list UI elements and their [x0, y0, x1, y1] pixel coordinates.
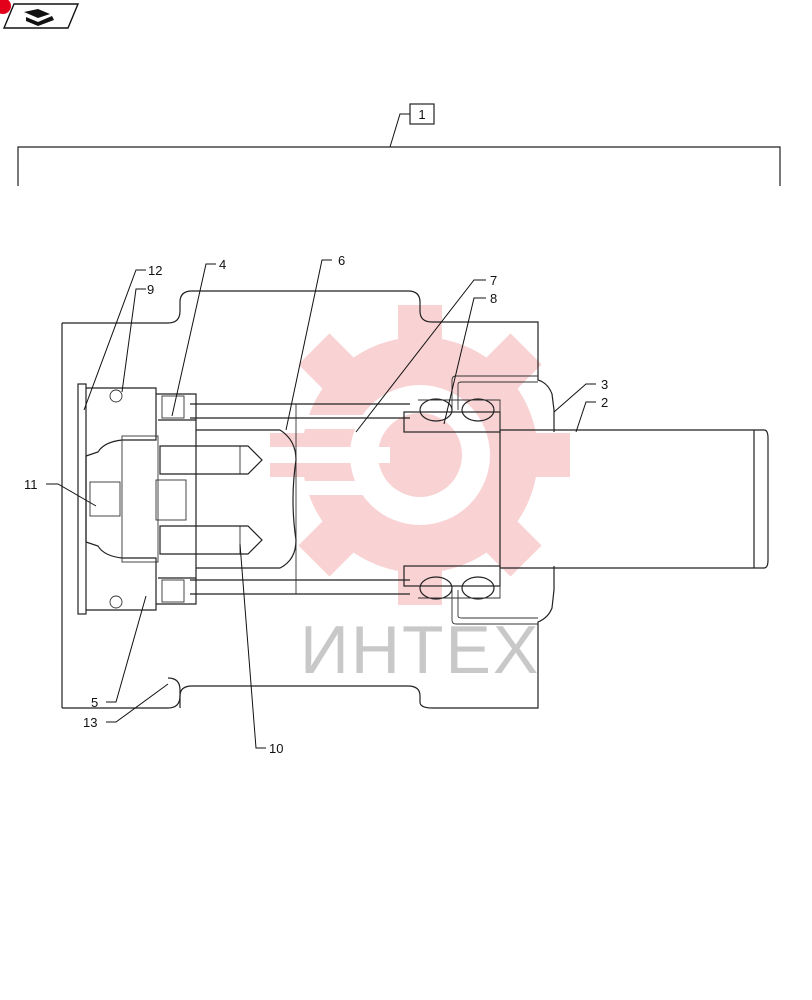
callout-12: 12	[148, 263, 162, 278]
callout-6: 6	[338, 253, 345, 268]
book-hand-icon	[24, 9, 54, 26]
callout-11: 11	[24, 477, 38, 492]
callout-2: 2	[601, 395, 608, 410]
bolt-lower	[159, 525, 263, 555]
callout-3: 3	[601, 377, 608, 392]
callout-9: 9	[147, 282, 154, 297]
callout-5: 5	[91, 695, 98, 710]
collar	[451, 375, 538, 625]
bearing-lower	[403, 565, 501, 600]
assembly-bracket: 1	[17, 103, 781, 186]
sleeve	[190, 403, 410, 595]
assembly-label: 1	[418, 107, 425, 122]
callout-10: 10	[269, 741, 283, 756]
roller-housing	[61, 290, 555, 709]
bearing-upper	[403, 398, 501, 433]
callout-7: 7	[490, 273, 497, 288]
watermark-text: ИНТЕХ	[300, 612, 540, 688]
callout-13: 13	[83, 715, 97, 730]
leader-lines	[46, 259, 596, 749]
alert-dot-icon	[0, 0, 11, 14]
shaft	[499, 429, 769, 569]
corner-badge[interactable]	[0, 0, 80, 34]
end-cap	[77, 383, 197, 615]
callout-4: 4	[219, 257, 226, 272]
bolt-upper	[159, 445, 263, 475]
callout-8: 8	[490, 291, 497, 306]
